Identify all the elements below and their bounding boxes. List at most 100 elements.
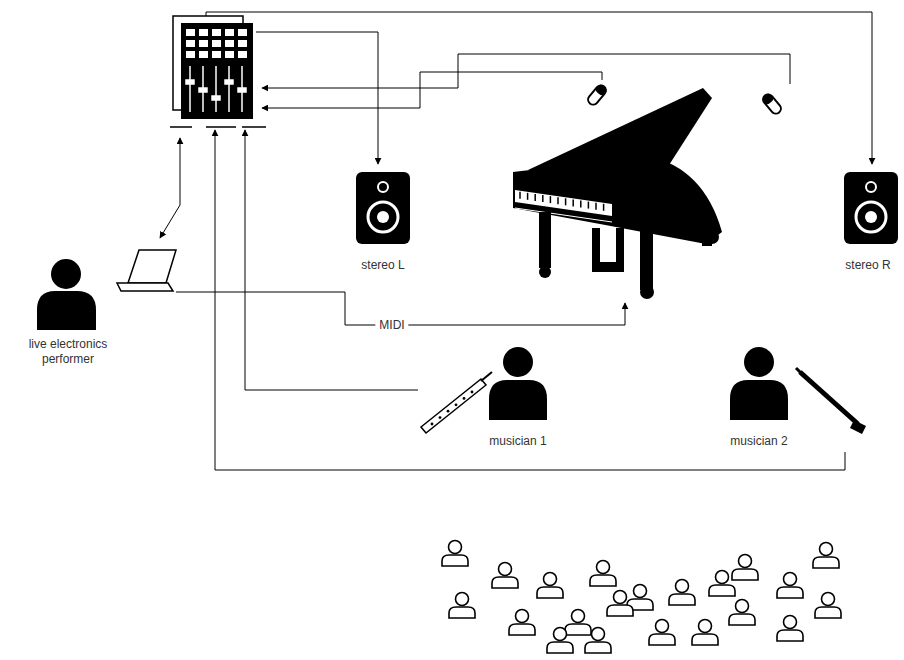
audience-icons-part-part xyxy=(499,563,512,576)
person-icon-part xyxy=(730,380,788,420)
grand-piano-part xyxy=(640,228,653,290)
figure-label: musician 1 xyxy=(489,434,546,449)
audience-icons-part-part xyxy=(736,600,749,613)
microphone-icon-part xyxy=(761,92,783,115)
oboe-icon xyxy=(421,372,492,433)
audience-icons-part-part xyxy=(554,628,567,641)
audience-icons-part xyxy=(815,593,841,619)
grand-piano-part-part xyxy=(550,196,552,203)
audience-icons-part xyxy=(607,591,633,617)
audience-icons-part xyxy=(449,593,475,619)
audience-icons-part-part xyxy=(449,541,462,554)
grand-piano-part xyxy=(520,192,604,211)
audience-icons-part xyxy=(537,573,563,599)
laptop-icon-part xyxy=(117,283,173,291)
grand-piano-part-part xyxy=(557,197,559,204)
mixer-icon-part-part xyxy=(225,29,234,36)
figure-label: musician 2 xyxy=(730,434,787,449)
microphone-icon-part xyxy=(761,92,774,105)
signal-wires-part xyxy=(256,32,378,164)
mixer-icon-part-part xyxy=(225,80,233,84)
mixer-icon-part-part xyxy=(199,88,207,92)
audience-icons-part-part xyxy=(820,543,833,556)
mixer-icon-part-part xyxy=(186,80,194,84)
audience-icons-part xyxy=(509,610,535,636)
laptop-icon xyxy=(117,250,176,291)
audience-icons-part xyxy=(649,620,675,646)
person-icon-part xyxy=(503,347,533,377)
audience-icons-part-part xyxy=(592,628,605,641)
oboe-icon-part xyxy=(481,372,492,381)
audience-icons-part xyxy=(813,543,839,569)
person-icon-part xyxy=(37,291,96,330)
mixer-icon-part-part xyxy=(228,66,230,112)
audience-icons-part-part xyxy=(692,634,718,645)
audience-icons-part-part xyxy=(709,585,735,596)
audience-icons-part-part xyxy=(607,605,633,616)
audience-icons-part-part xyxy=(822,593,835,606)
grand-piano-part-part xyxy=(595,203,597,210)
grand-piano-part-part xyxy=(527,193,529,200)
microphone-icon xyxy=(586,83,608,106)
mixer-icon-part-part xyxy=(199,29,208,36)
clarinet-icon-part xyxy=(850,420,866,434)
audience-icons-part xyxy=(547,628,573,654)
grand-piano-part-part xyxy=(580,200,582,207)
audience-icons-part-part xyxy=(634,585,647,598)
audience-icons-part-part xyxy=(537,587,563,598)
speaker-icon-part xyxy=(866,182,876,192)
audience-icons-part-part xyxy=(699,620,712,633)
mixer-icon xyxy=(170,16,266,127)
audience-icons-part-part xyxy=(649,634,675,645)
mixer-icon-part xyxy=(186,66,246,112)
audience-icons-part-part xyxy=(509,624,535,635)
microphone-icon-part xyxy=(594,83,607,96)
mixer-icon-part-part xyxy=(199,40,208,47)
figure-label: stereo L xyxy=(361,258,404,273)
speaker-icon-part xyxy=(368,202,398,232)
oboe-icon-part-part xyxy=(431,423,434,426)
mixer-icon-part-part xyxy=(225,40,234,47)
speaker-icon xyxy=(356,172,410,244)
audience-icons-part xyxy=(442,541,468,567)
audience-icons-part-part xyxy=(784,573,797,586)
grand-piano-part xyxy=(705,230,719,244)
person-icon xyxy=(489,347,547,420)
audience-icons-part-part xyxy=(815,607,841,618)
speaker-icon-part xyxy=(844,172,898,244)
signal-wires-part xyxy=(206,12,872,164)
mixer-icon-part-part xyxy=(186,40,195,47)
audience-icons-part-part xyxy=(449,607,475,618)
mixer-icon-part-part xyxy=(212,40,221,47)
audience-icons-part xyxy=(585,628,611,654)
microphone-icon-part xyxy=(586,83,608,106)
audience-icons-part-part xyxy=(813,557,839,568)
person-icon xyxy=(730,347,788,420)
audience-icons-part-part xyxy=(456,593,469,606)
audience-icons-part-part xyxy=(590,575,616,586)
audience-icons-part xyxy=(777,616,803,642)
mixer-icon-part-part xyxy=(215,66,217,112)
figure-label: stereo R xyxy=(845,258,890,273)
mixer-icon-part-part xyxy=(212,29,221,36)
mixer-icon-part-part xyxy=(186,51,195,58)
mixer-icon-part xyxy=(186,29,247,58)
person-icon xyxy=(37,259,96,330)
speaker-icon-part xyxy=(377,211,389,223)
audience-icons-part-part xyxy=(585,642,611,653)
audience-icons-part xyxy=(669,580,695,606)
audience-icons-part-part xyxy=(516,610,529,623)
person-icon-part xyxy=(51,259,81,289)
grand-piano-part xyxy=(539,266,551,278)
audience-icons-part-part xyxy=(565,624,591,635)
audience-icons-part-part xyxy=(547,642,573,653)
mixer-icon-part-part xyxy=(199,51,208,58)
audience-icons-part-part xyxy=(732,569,758,580)
audience-icons-part-part xyxy=(739,555,752,568)
signal-wires-part xyxy=(245,130,418,390)
mixer-icon-part-part xyxy=(186,29,195,36)
mixer-icon-part-part xyxy=(238,29,247,36)
oboe-icon-part xyxy=(431,391,474,426)
